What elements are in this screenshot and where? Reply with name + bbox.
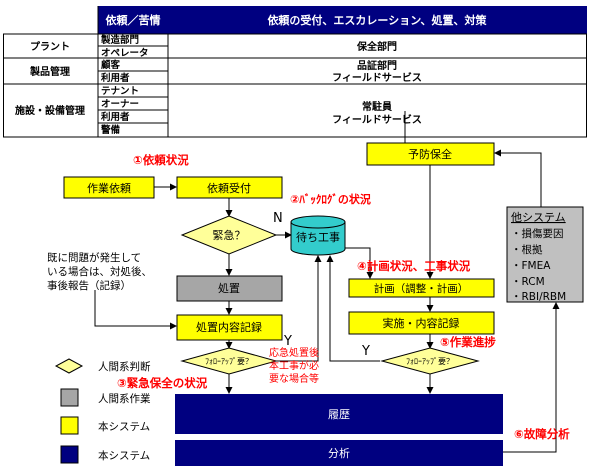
legend-label: 人間系作業 xyxy=(98,392,151,405)
followup-left-label: ﾌｫﾛｰｱｯﾌﾟ要？ xyxy=(205,357,253,366)
waiting-work-label: 待ち工事 xyxy=(296,230,340,244)
work-request-box xyxy=(63,176,155,199)
treatment-record-box xyxy=(176,314,283,341)
branch-y-left-label: Y xyxy=(283,334,292,349)
red-note-line: 本工事が必 xyxy=(269,359,319,372)
branch-n-label: N xyxy=(273,211,283,226)
table-header-handling xyxy=(168,6,587,34)
responsibility-table: 依頼／苦情 依頼の受付、エスカレーション、処置、対策 プラント 製造部門 オペレ… xyxy=(3,6,587,138)
other-systems-item: ・RBI/RBM xyxy=(511,291,566,303)
plan-label: 計画（調整・計画） xyxy=(374,282,469,295)
red-note-line: 要な場合等 xyxy=(269,372,319,385)
waiting-work-db xyxy=(290,215,346,256)
note-line: 既に問題が発生して xyxy=(47,251,141,264)
history-bar xyxy=(175,394,503,434)
table-cell-handler: フィールドサービス xyxy=(332,71,422,84)
annotation-plan-status: ④計画状況、工事状況 xyxy=(357,259,471,273)
table-header-request xyxy=(98,6,168,34)
execution-record-label: 実施・内容記録 xyxy=(383,316,460,330)
legend-yellow-swatch xyxy=(60,416,79,435)
legend-label: 本システム xyxy=(98,420,150,433)
table-cell-requester: 製造部門 xyxy=(100,34,139,46)
work-request-label: 作業依頼 xyxy=(87,182,131,195)
followup-decision-right xyxy=(380,347,480,375)
annotation-failure-analysis: ⑥故障分析 xyxy=(514,427,570,441)
history-label: 履歴 xyxy=(328,408,350,421)
treatment-label: 処置 xyxy=(218,282,240,295)
note-line: 事後報告（記録） xyxy=(47,279,131,292)
legend-label: 本システム xyxy=(98,449,150,462)
arrow-followup-yes-back xyxy=(326,255,380,362)
red-note-line: 応急処置後 xyxy=(269,346,319,359)
followup-decision-left xyxy=(180,347,278,375)
table-cell-handler: 常駐員 xyxy=(362,100,392,113)
analysis-bar xyxy=(175,440,503,466)
legend-diamond-swatch xyxy=(54,358,84,374)
other-systems-item: ・FMEA xyxy=(511,260,551,272)
plan-box xyxy=(348,278,495,298)
analysis-label: 分析 xyxy=(328,446,350,460)
note-line: いる場合は、対処後、 xyxy=(47,265,152,278)
emergency-label: 緊急？ xyxy=(213,228,246,242)
table-row-category: 施設・設備管理 xyxy=(15,104,85,117)
table-row-category: プラント xyxy=(30,40,70,53)
arrow-other-systems-to-preventive xyxy=(494,149,542,207)
arrow-note-to-record xyxy=(94,290,177,330)
legend-label: 人間系判断 xyxy=(98,360,151,373)
annotation-emergency-status: ③緊急保全の状況 xyxy=(117,376,208,390)
legend-gray-swatch xyxy=(60,388,79,407)
arrow-analysis-to-other-systems xyxy=(503,302,560,453)
preventive-maintenance-label: 予防保全 xyxy=(408,147,452,161)
table-cell-requester: オペレータ xyxy=(101,47,149,59)
table-header-request-label: 依頼／苦情 xyxy=(106,13,161,27)
table-cell-requester: オーナー xyxy=(101,99,139,110)
table-cell-requester: 利用者 xyxy=(100,72,130,84)
legend-navy-swatch xyxy=(60,445,79,464)
arrow-waiting-to-plan xyxy=(345,247,374,279)
preventive-maintenance-box xyxy=(366,142,495,166)
request-receipt-box xyxy=(176,176,283,199)
other-systems-box xyxy=(506,206,584,303)
request-receipt-label: 依頼受付 xyxy=(207,182,251,195)
table-cell-handler: 品証部門 xyxy=(357,59,397,72)
other-systems-title: 他システム xyxy=(511,211,566,224)
other-systems-item: ・根拠 xyxy=(511,243,543,256)
emergency-decision xyxy=(180,215,278,255)
table-cell-handler: フィールドサービス xyxy=(332,113,422,126)
table-row-category: 製品管理 xyxy=(29,65,70,78)
branch-y-right-label: Y xyxy=(361,344,370,359)
table-cell-requester: 顧客 xyxy=(101,59,121,71)
arrow-followup-yes-to-waiting xyxy=(276,255,322,362)
treatment-record-label: 処置内容記録 xyxy=(196,320,262,334)
table-cell-handler: 保全部門 xyxy=(356,40,397,53)
table-cell-requester: 警備 xyxy=(101,124,121,136)
table-header-handling-label: 依頼の受付、エスカレーション、処置、対策 xyxy=(267,13,487,27)
other-systems-item: ・RCM xyxy=(511,276,545,288)
other-systems-item: ・損傷要因 xyxy=(511,227,564,240)
table-cell-requester: テナント xyxy=(101,86,139,97)
annotation-backlog-status: ②ﾊﾞｯｸﾛｸﾞの状況 xyxy=(290,192,371,206)
annotation-request-status: ①依頼状況 xyxy=(133,153,189,167)
followup-right-label: ﾌｫﾛｰｱｯﾌﾟ要？ xyxy=(406,357,454,366)
treatment-box xyxy=(176,275,283,302)
annotation-progress: ⑤作業進捗 xyxy=(440,335,496,349)
execution-record-box xyxy=(348,311,495,335)
table-cell-requester: 利用者 xyxy=(100,111,130,123)
